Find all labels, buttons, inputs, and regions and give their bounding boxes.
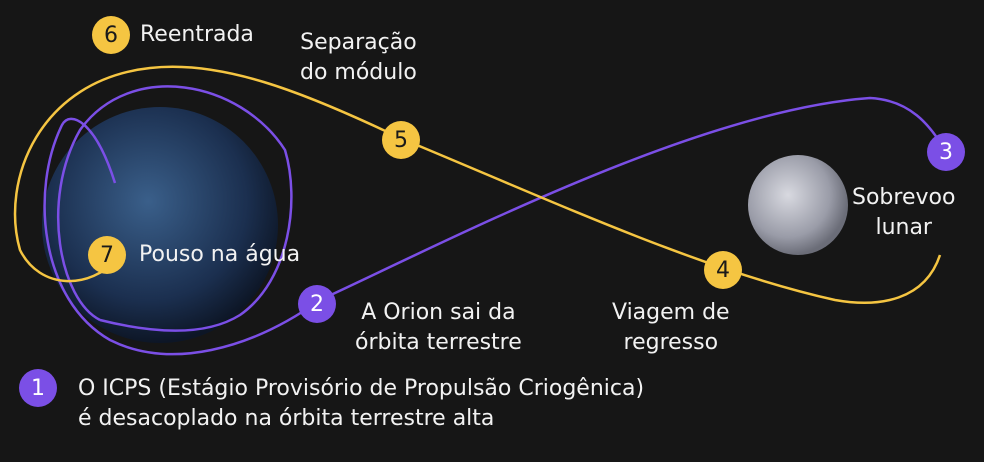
step-7-label: Pouso na água	[139, 242, 301, 267]
step-2-line1: A Orion sai da	[361, 300, 516, 325]
outbound-path	[43, 85, 947, 356]
step-2-line2: órbita terrestre	[355, 330, 522, 355]
earth-globe	[42, 107, 278, 343]
step-5-line1: Separação	[300, 30, 417, 55]
step-3-badge: 3	[927, 133, 965, 171]
step-4-label: Viagem de regresso	[612, 298, 730, 358]
step-4-line1: Viagem de	[612, 300, 730, 325]
step-6-label: Reentrada	[140, 22, 254, 47]
step-2-badge: 2	[298, 285, 336, 323]
moon	[748, 155, 848, 255]
step-1-badge: 1	[19, 369, 57, 407]
return-path	[13, 65, 942, 304]
step-7-badge: 7	[88, 236, 126, 274]
step-6-badge: 6	[92, 16, 130, 54]
step-3-label: Sobrevoo lunar	[852, 183, 955, 243]
step-1-label: O ICPS (Estágio Provisório de Propulsão …	[78, 374, 644, 434]
step-1-line2: é desacoplado na órbita terrestre alta	[78, 406, 495, 431]
step-4-badge: 4	[704, 251, 742, 289]
step-5-label: Separação do módulo	[300, 28, 417, 88]
step-5-line2: do módulo	[300, 60, 417, 85]
step-1-line1: O ICPS (Estágio Provisório de Propulsão …	[78, 376, 645, 401]
step-3-line1: Sobrevoo	[852, 185, 956, 210]
step-3-line2: lunar	[875, 215, 932, 240]
step-2-label: A Orion sai da órbita terrestre	[355, 298, 522, 358]
step-5-badge: 5	[382, 121, 420, 159]
step-4-line2: regresso	[623, 330, 719, 355]
